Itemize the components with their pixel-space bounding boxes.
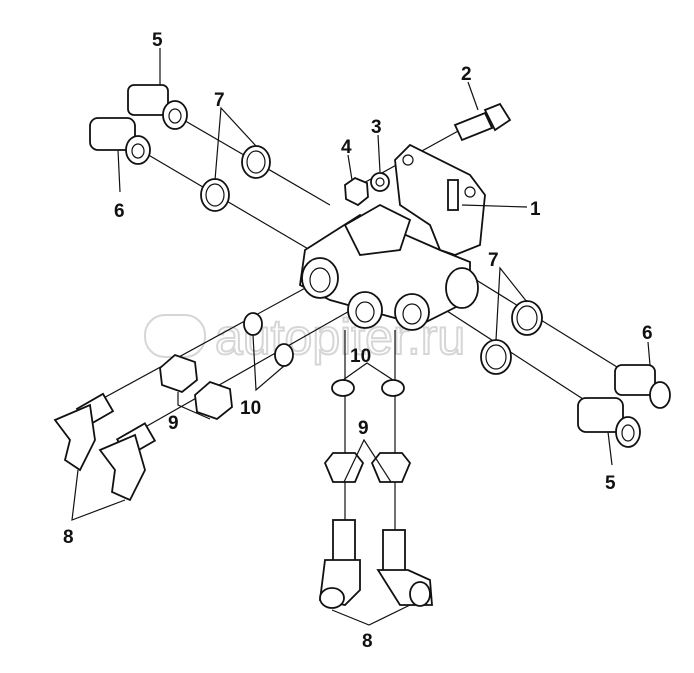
nut-9-left-b: [194, 380, 233, 421]
label-7-right: 7: [488, 250, 499, 271]
elbow-8-left-a: [53, 392, 115, 472]
fitting-6-right: [614, 364, 671, 409]
label-2: 2: [461, 64, 472, 85]
label-7-left: 7: [214, 90, 225, 111]
washer-10-center-b: [381, 379, 405, 397]
label-8-left: 8: [63, 527, 74, 548]
label-6-left: 6: [114, 201, 125, 222]
o-ring-7-left-a: [241, 145, 271, 179]
nut-4: [344, 176, 369, 207]
washer-10-center-a: [331, 379, 355, 397]
label-5-bottom: 5: [605, 473, 616, 494]
washer-10-left-a: [243, 312, 263, 336]
label-4: 4: [341, 137, 352, 158]
elbow-8-bottom-a: [319, 519, 361, 609]
valve-body-1: [299, 203, 479, 331]
nut-9-center-b: [370, 452, 412, 483]
leader-lines: [71, 48, 651, 626]
washer-10-left-b: [274, 343, 294, 367]
label-9-center: 9: [358, 418, 369, 439]
label-8-bottom: 8: [362, 631, 373, 652]
elbow-8-bottom-b: [376, 529, 433, 607]
elbow-8-left-b: [98, 422, 157, 502]
label-3: 3: [371, 117, 382, 138]
nut-9-center-a: [323, 452, 365, 483]
mounting-bracket: [394, 143, 486, 256]
bolt-2: [453, 102, 512, 142]
label-10-center: 10: [350, 346, 371, 367]
label-10-left: 10: [240, 398, 261, 419]
label-5-top: 5: [152, 30, 163, 51]
fitting-6-left: [89, 117, 151, 165]
label-6-right: 6: [642, 323, 653, 344]
label-1: 1: [530, 199, 541, 220]
fitting-5-top: [127, 84, 188, 130]
fitting-5-bottom: [577, 397, 641, 448]
washer-3: [370, 172, 390, 192]
label-9-left: 9: [168, 413, 179, 434]
nut-9-left-a: [159, 353, 198, 394]
